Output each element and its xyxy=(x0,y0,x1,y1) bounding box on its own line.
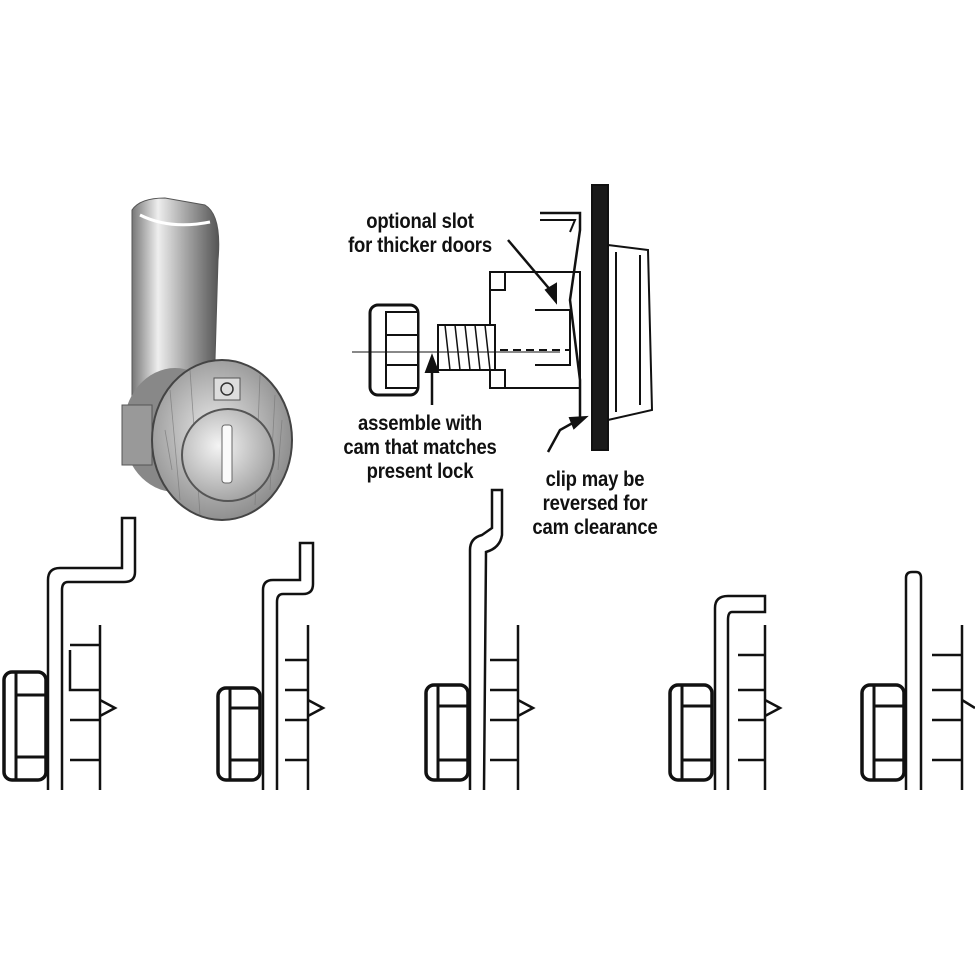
cam-lock-photo xyxy=(121,197,293,521)
label-line: assemble with xyxy=(357,412,483,435)
assemble-label: assemble with cam that matches present l… xyxy=(332,412,508,484)
label-line: optional slot xyxy=(366,210,474,233)
cam-variant-hook xyxy=(668,594,783,790)
optional-slot-label: optional slot for thicker doors xyxy=(323,210,517,258)
cam-variants xyxy=(2,488,975,791)
cam-variant-small-offset xyxy=(216,541,326,790)
assembly-drawing xyxy=(352,184,654,453)
brand-logo-icon xyxy=(213,377,241,401)
label-line: cam that matches xyxy=(343,436,497,459)
cam-variant-straight xyxy=(860,570,975,790)
label-line: for thicker doors xyxy=(348,234,492,257)
clip-label: clip may be reversed for cam clearance xyxy=(516,468,674,540)
label-line: cam clearance xyxy=(532,516,658,539)
key-slot-icon xyxy=(221,424,233,484)
label-line: present lock xyxy=(366,460,474,483)
cam-variant-straight-bent-top xyxy=(424,488,536,791)
label-line: clip may be xyxy=(545,468,645,491)
cam-variant-offset-up xyxy=(2,516,137,790)
label-line: reversed for xyxy=(542,492,648,515)
